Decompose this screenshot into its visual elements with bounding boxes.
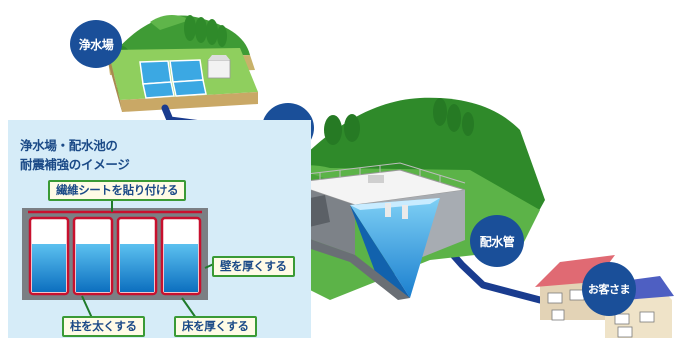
tag-wall-thicker: 壁を厚くする — [212, 256, 295, 277]
tank-compartments — [28, 216, 202, 296]
tag-column-thicker: 柱を太くする — [62, 316, 145, 337]
label-customer: お客さま — [582, 262, 636, 316]
label-water-plant: 浄水場 — [70, 20, 122, 68]
reservoir-trees — [324, 98, 474, 145]
panel-title: 浄水場・配水池の 耐震補強のイメージ — [20, 136, 220, 174]
label-pipe: 配水管 — [470, 215, 524, 267]
panel-title-line1: 浄水場・配水池の — [20, 138, 118, 153]
tag-fiber-sheet: 繊維シートを貼り付ける — [48, 180, 187, 201]
reservoir — [289, 162, 466, 300]
panel-title-line2: 耐震補強のイメージ — [20, 157, 130, 172]
water-plant — [108, 48, 258, 112]
tag-floor-thicker: 床を厚くする — [174, 316, 257, 337]
